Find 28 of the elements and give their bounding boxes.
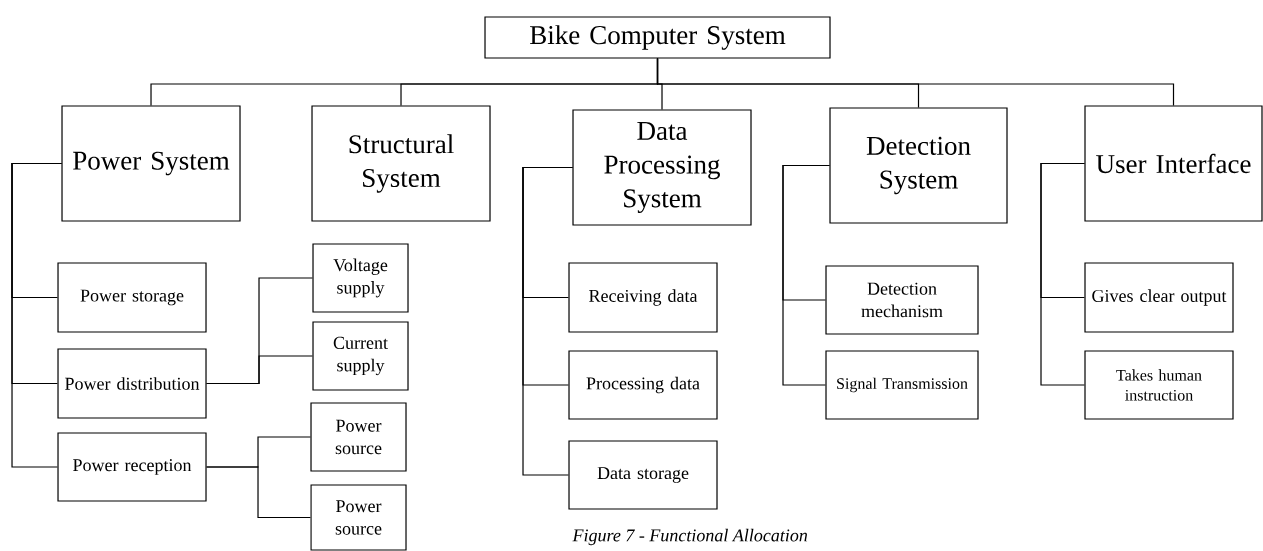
connector-line <box>782 164 830 386</box>
system-box: Power System <box>61 105 241 222</box>
function-box: Processing data <box>568 350 718 420</box>
connector-line <box>1040 162 1085 386</box>
system-box: Data Processing System <box>572 109 752 226</box>
connector-line <box>206 355 313 385</box>
connector-line <box>206 466 311 519</box>
function-box: Power source <box>310 402 407 472</box>
function-box: Takes human instruction <box>1084 350 1234 420</box>
function-box: Receiving data <box>568 262 718 333</box>
connector-line <box>11 162 62 468</box>
connector-line <box>522 166 573 476</box>
function-box: Power reception <box>57 432 207 502</box>
function-box: Detection mechanism <box>825 265 979 335</box>
connector-line <box>656 58 1175 106</box>
function-box: Power distribution <box>57 348 207 419</box>
figure-caption: Figure 7 - Functional Allocation <box>572 528 808 546</box>
function-box: Signal Transmission <box>825 350 979 420</box>
function-box: Power storage <box>57 262 207 333</box>
function-box: Current supply <box>312 321 409 391</box>
root-box: Bike Computer System <box>484 16 831 59</box>
system-box: Detection System <box>829 107 1008 224</box>
system-box: Structural System <box>311 105 491 222</box>
function-box: Gives clear output <box>1084 262 1234 333</box>
system-box: User Interface <box>1084 105 1263 222</box>
function-box: Voltage supply <box>312 243 409 313</box>
function-box: Power source <box>310 484 407 551</box>
function-box: Data storage <box>568 440 718 510</box>
